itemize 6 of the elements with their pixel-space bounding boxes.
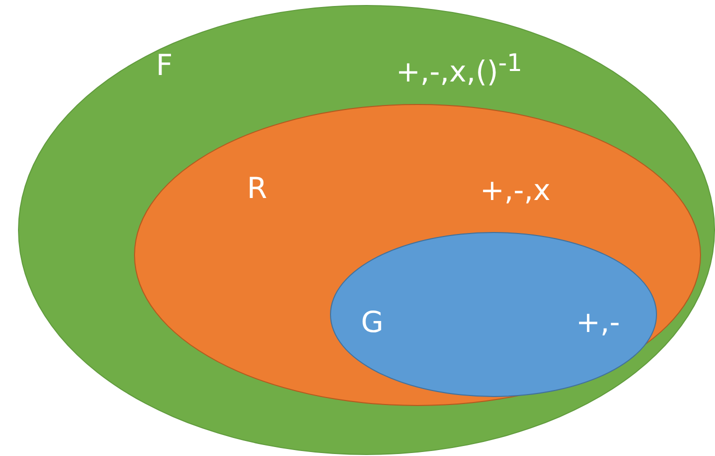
operations-label: +,-,x (480, 173, 550, 207)
operations-label: +,-,x,()$^{-1}$ (396, 48, 522, 89)
operations-label: +,- (576, 305, 620, 339)
set-name: R (247, 171, 268, 205)
set-name: G (361, 305, 384, 339)
set-name: F (156, 48, 173, 82)
